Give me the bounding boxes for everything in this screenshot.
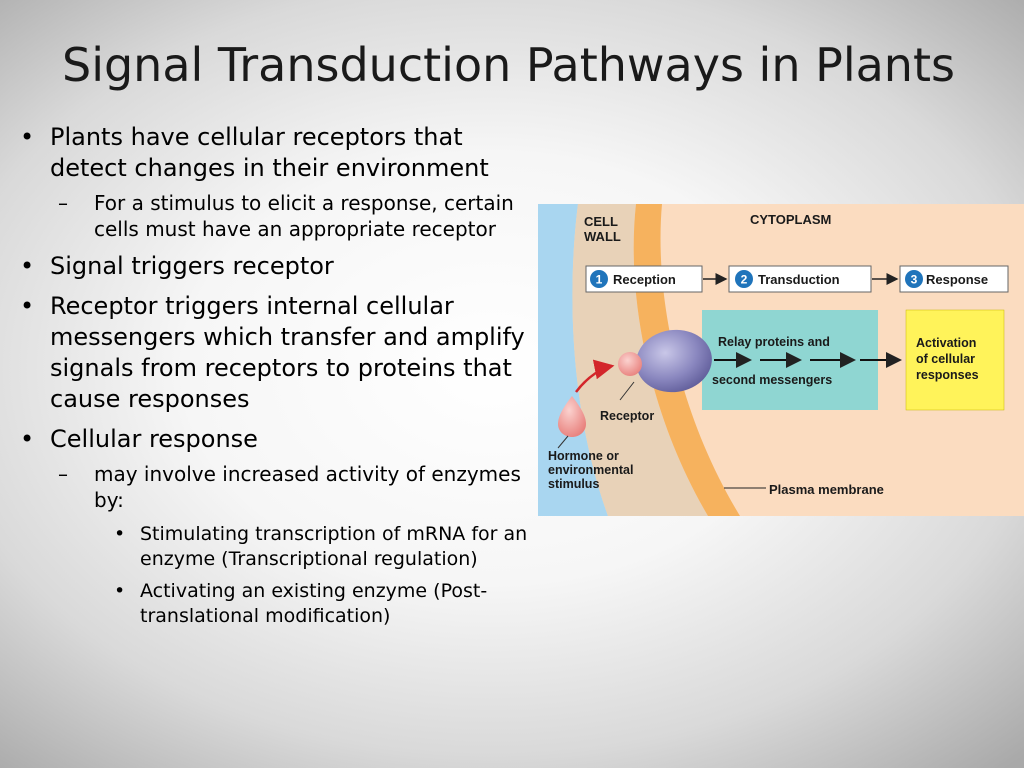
step-response: 3 Response <box>899 265 1009 293</box>
step-reception: 1 Reception <box>585 265 703 293</box>
step-number: 2 <box>741 273 748 287</box>
bullet-text: Receptor triggers internal cellular mess… <box>50 292 525 413</box>
bullet-marker: • <box>20 252 35 280</box>
bullet-list: • Plants have cellular receptors that de… <box>20 122 545 636</box>
hormone-label-3: stimulus <box>548 477 599 491</box>
hormone-droplet <box>558 396 586 437</box>
cytoplasm-label: CYTOPLASM <box>750 212 831 227</box>
bullet-receptor-triggers: • Receptor triggers internal cellular me… <box>20 291 545 415</box>
hormone-pointer <box>557 435 569 449</box>
bullet-signal-triggers: • Signal triggers receptor <box>20 251 545 282</box>
step-label: Transduction <box>758 272 840 287</box>
sub-sub-bullet-text: Activating an existing enzyme (Post-tran… <box>140 580 488 627</box>
relay-label-1: Relay proteins and <box>718 335 830 349</box>
activation-label-2: of cellular <box>916 352 975 366</box>
sub-bullet-stimulus: – For a stimulus to elicit a response, c… <box>20 190 545 242</box>
bullet-marker: • <box>20 425 35 453</box>
receptor-label: Receptor <box>600 409 654 423</box>
signal-transduction-figure: CELL WALL CYTOPLASM 1 Reception 2 Transd… <box>538 204 1024 516</box>
sub-bullet-marker: – <box>58 191 68 215</box>
bullet-cellular-response: • Cellular response <box>20 424 545 455</box>
sub-sub-bullet-transcription: • Stimulating transcription of mRNA for … <box>20 522 545 572</box>
hormone-label-1: Hormone or <box>548 449 619 463</box>
relay-label-2: second messengers <box>712 373 832 387</box>
plasma-membrane-label: Plasma membrane <box>769 482 884 497</box>
sub-sub-bullet-activation: • Activating an existing enzyme (Post-tr… <box>20 579 545 629</box>
hormone-binding-arrow <box>575 359 615 393</box>
sub-sub-bullet-marker: • <box>114 523 126 545</box>
step-label: Reception <box>613 272 676 287</box>
bullet-text: Cellular response <box>50 425 258 453</box>
activation-label-1: Activation <box>916 336 976 350</box>
bullet-marker: • <box>20 123 35 151</box>
bullet-marker: • <box>20 292 35 320</box>
sub-bullet-text: For a stimulus to elicit a response, cer… <box>94 191 514 241</box>
step-transduction: 2 Transduction <box>728 265 872 293</box>
receptor-pointer <box>619 381 635 401</box>
hormone-label-2: environmental <box>548 463 633 477</box>
step-number: 3 <box>911 273 918 287</box>
receptor-protein <box>618 329 712 393</box>
relay-proteins-box: Relay proteins and second messengers <box>702 310 878 410</box>
step-label: Response <box>926 272 988 287</box>
sub-sub-bullet-text: Stimulating transcription of mRNA for an… <box>140 523 528 570</box>
cell-wall-region <box>538 204 608 516</box>
step-number: 1 <box>596 273 603 287</box>
bound-ligand <box>618 352 642 376</box>
activation-label-3: responses <box>916 368 979 382</box>
slide-title: Signal Transduction Pathways in Plants <box>62 38 955 92</box>
bullet-text: Signal triggers receptor <box>50 252 334 280</box>
cell-wall-label: CELL <box>584 214 618 229</box>
cell-wall-label-2: WALL <box>584 229 621 244</box>
figure-svg: CELL WALL CYTOPLASM 1 Reception 2 Transd… <box>538 204 1009 516</box>
bullet-text: Plants have cellular receptors that dete… <box>50 123 489 182</box>
bullet-receptors: • Plants have cellular receptors that de… <box>20 122 545 184</box>
sub-bullet-enzymes: – may involve increased activity of enzy… <box>20 461 545 513</box>
sub-bullet-marker: – <box>58 462 68 486</box>
activation-box: Activation of cellular responses <box>905 309 1005 411</box>
sub-sub-bullet-marker: • <box>114 580 126 602</box>
sub-bullet-text: may involve increased activity of enzyme… <box>94 462 521 512</box>
